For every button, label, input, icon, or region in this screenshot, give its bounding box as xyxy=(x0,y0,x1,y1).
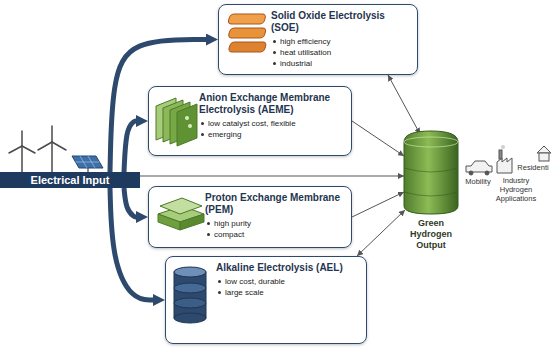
output-label: Green Hydrogen Output xyxy=(398,218,464,251)
application-label: Residenti xyxy=(516,163,550,172)
bullet-row: industrial xyxy=(271,58,411,69)
box-title: Solid Oxide Electrolysis (SOE) xyxy=(271,10,411,34)
house-icon xyxy=(537,146,551,161)
bullet-dot xyxy=(273,62,276,65)
power-arrow xyxy=(124,188,136,217)
bullet-dot xyxy=(218,291,221,294)
flow-arrow xyxy=(357,210,405,256)
bullet-row: high efficiency xyxy=(271,36,411,47)
ael-cylinder-icon xyxy=(174,267,206,323)
flow-arrow xyxy=(388,75,420,134)
wind-turbine xyxy=(9,126,66,172)
bullet-dot xyxy=(218,280,221,283)
box-title: Alkaline Electrolysis (AEL) xyxy=(216,262,360,274)
flow-arrow xyxy=(352,121,404,156)
bullet-row: low catalyst cost, flexible xyxy=(199,118,345,129)
solar-panel xyxy=(72,156,103,172)
application-label: Industry Hydrogen Applications xyxy=(494,176,538,203)
pem-membrane-icon xyxy=(158,198,204,230)
bullet-row: compact xyxy=(205,229,345,240)
bullet-text: low catalyst cost, flexible xyxy=(208,118,296,129)
power-arrow xyxy=(110,188,153,300)
process-box: Proton Exchange Membrane (PEM) high purit… xyxy=(148,186,352,248)
input-band: Electrical Input xyxy=(0,172,140,188)
bullet-dot xyxy=(273,51,276,54)
hydrogen-tank: Green Hydrogen Output xyxy=(398,128,464,251)
flow-arrow xyxy=(352,192,404,217)
bullet-dot xyxy=(207,222,210,225)
bullet-row: high purity xyxy=(205,218,345,229)
band-label: Electrical Input xyxy=(31,174,110,186)
bullet-row: large scale xyxy=(216,287,360,298)
bullet-text: heat utilisation xyxy=(280,47,331,58)
bullet-text: emerging xyxy=(208,129,241,140)
box-title: Anion Exchange Membrane Electrolysis (AE… xyxy=(199,92,345,116)
process-box: Solid Oxide Electrolysis (SOE) high effic… xyxy=(218,4,418,75)
factory-icon xyxy=(497,145,512,173)
bullet-text: industrial xyxy=(280,58,312,69)
bullet-text: high purity xyxy=(214,218,251,229)
application-label: Mobility xyxy=(460,177,496,186)
bullet-row: emerging xyxy=(199,129,345,140)
bullet-dot xyxy=(207,233,210,236)
process-box: Alkaline Electrolysis (AEL) low cost, dur… xyxy=(165,256,367,344)
tank-shape xyxy=(398,128,464,216)
soe-stack-icon xyxy=(228,14,267,52)
bullet-dot xyxy=(201,133,204,136)
power-arrow xyxy=(110,40,206,173)
bullet-text: low cost, durable xyxy=(225,276,285,287)
aeme-plates-icon xyxy=(156,98,197,146)
bullet-row: heat utilisation xyxy=(271,47,411,58)
car-icon xyxy=(466,161,492,175)
bullet-dot xyxy=(273,40,276,43)
process-box: Anion Exchange Membrane Electrolysis (AE… xyxy=(148,86,352,156)
bullet-text: compact xyxy=(214,229,244,240)
bullet-dot xyxy=(201,122,204,125)
power-arrow xyxy=(124,121,136,172)
bullet-text: large scale xyxy=(225,287,264,298)
flow-arrow xyxy=(140,176,404,177)
bullet-row: low cost, durable xyxy=(216,276,360,287)
box-title: Proton Exchange Membrane (PEM) xyxy=(205,192,345,216)
bullet-text: high efficiency xyxy=(280,36,331,47)
